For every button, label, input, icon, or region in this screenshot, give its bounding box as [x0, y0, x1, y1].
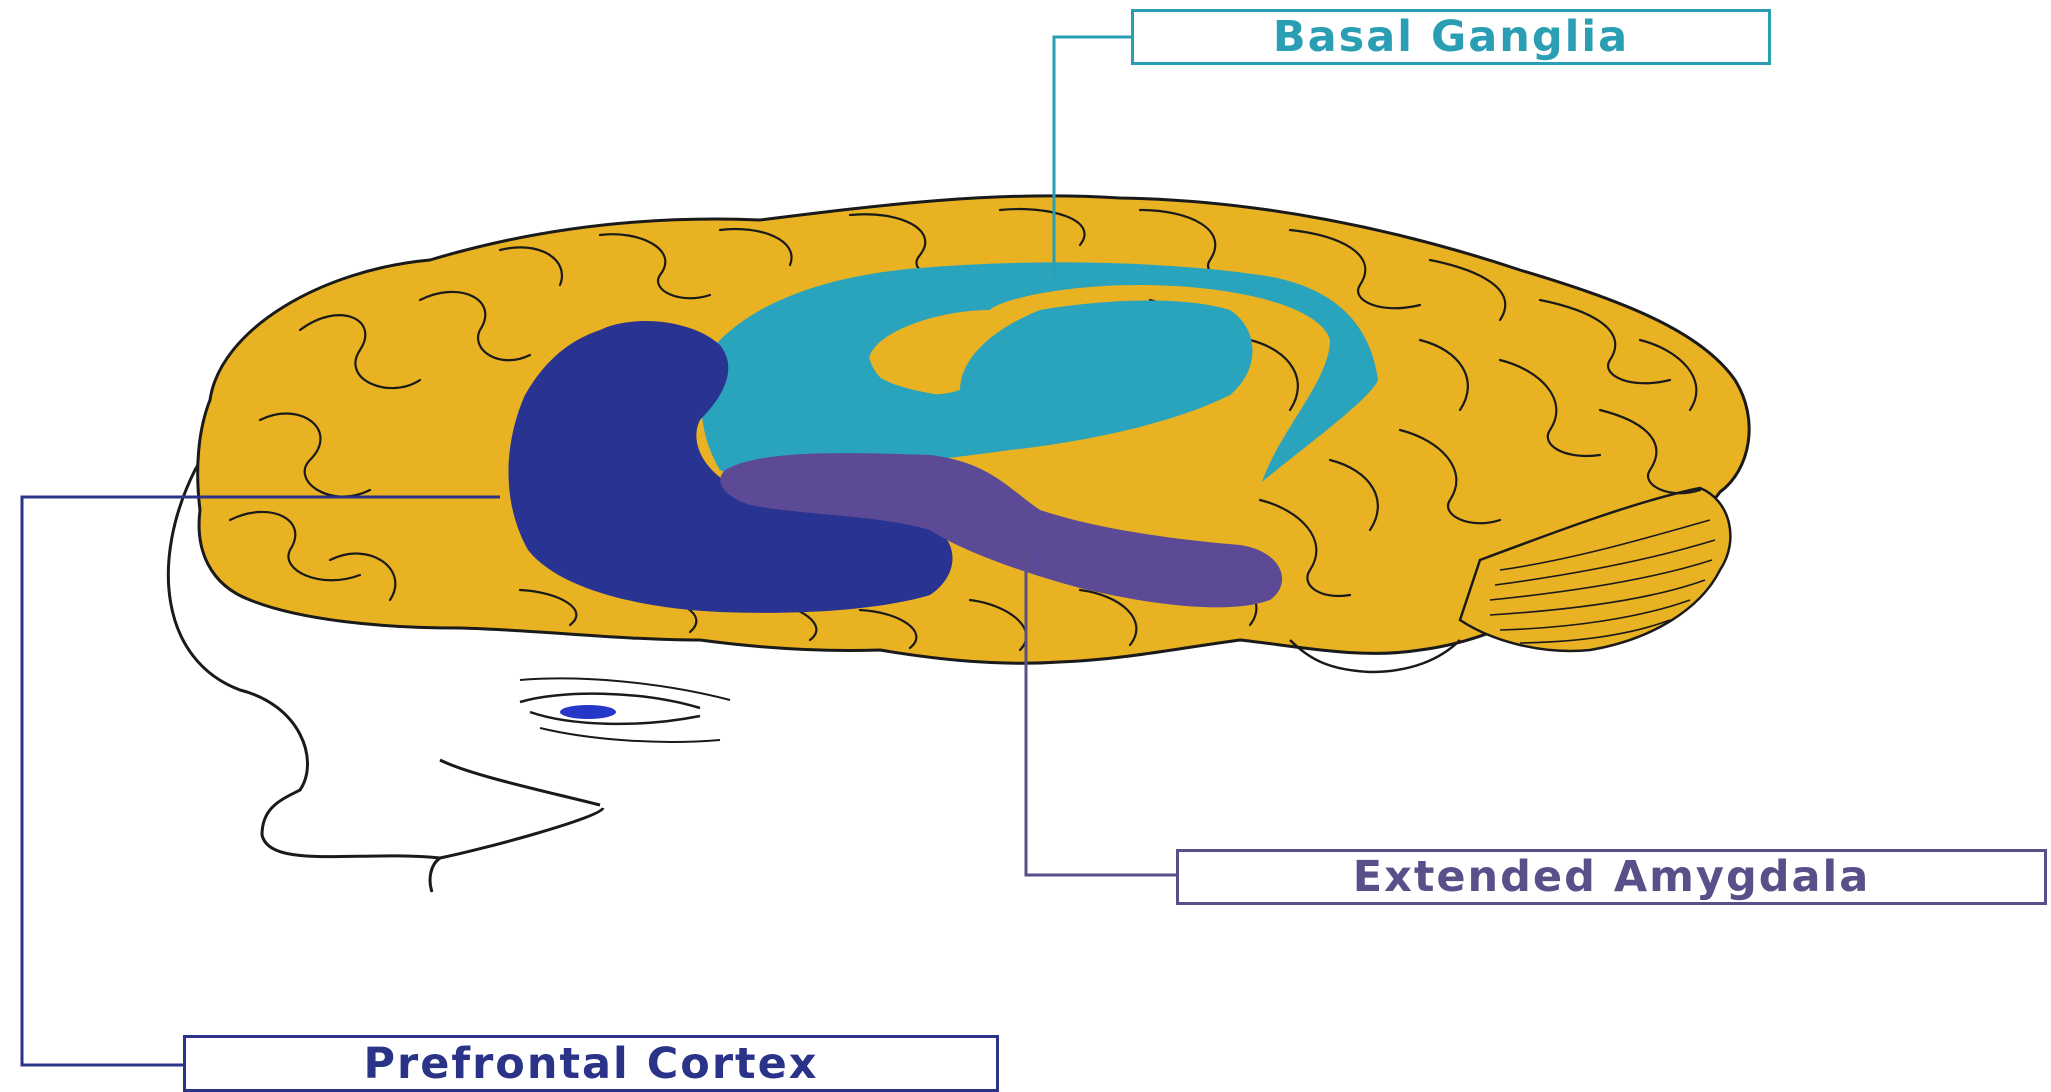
eye-icon — [520, 678, 730, 741]
extended-amygdala-label: Extended Amygdala — [1176, 849, 2047, 905]
basal-ganglia-label: Basal Ganglia — [1131, 9, 1771, 65]
prefrontal-cortex-label: Prefrontal Cortex — [183, 1035, 999, 1092]
